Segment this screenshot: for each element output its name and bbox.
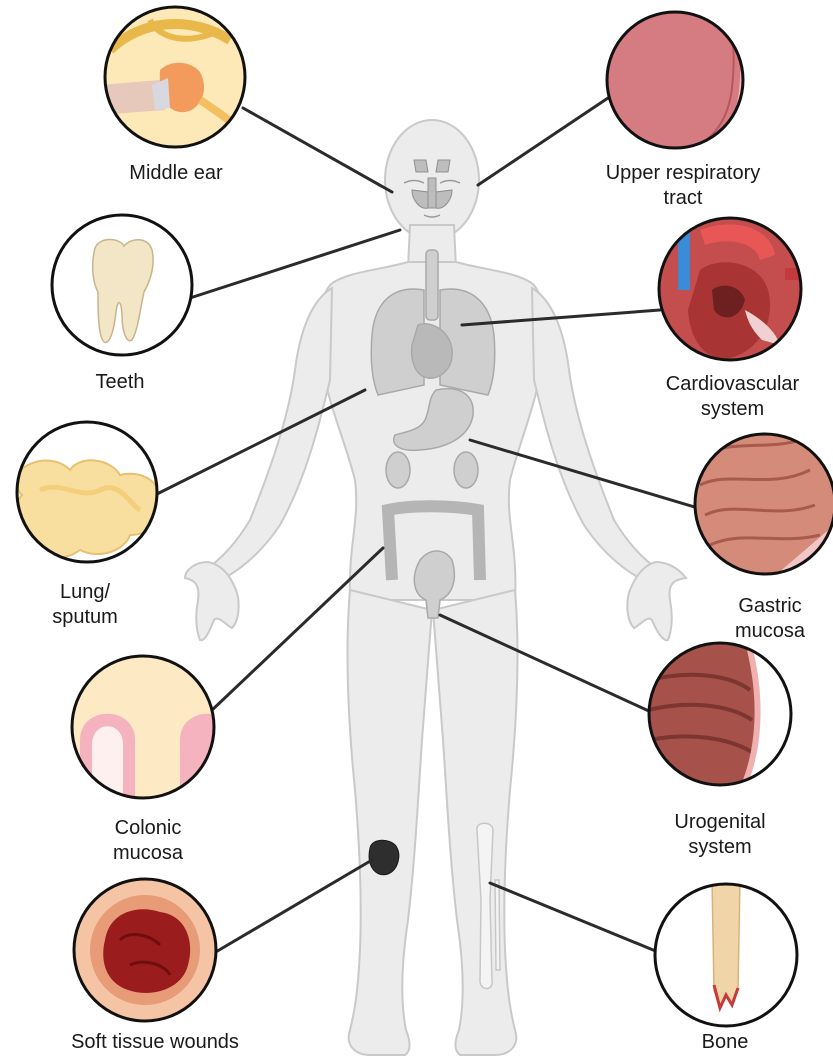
label-urogenital-system: Urogenital system: [655, 810, 785, 860]
left-kidney: [386, 452, 410, 488]
left-leg: [348, 590, 432, 1055]
right-leg: [433, 590, 517, 1055]
trachea: [426, 250, 438, 320]
bone-inset: [653, 880, 803, 1032]
upper-respiratory-inset: [600, 0, 750, 160]
cardiovascular-inset: [655, 215, 815, 365]
right-arm: [532, 288, 659, 585]
label-upper-respiratory-tract: Upper respiratory tract: [583, 161, 783, 211]
left-arm: [205, 288, 332, 585]
teeth-inset: [50, 214, 200, 364]
urogenital-inset: [645, 640, 795, 790]
label-soft-tissue-wounds: Soft tissue wounds: [40, 1030, 270, 1055]
lung-sputum-inset: [15, 420, 165, 570]
label-colonic-mucosa: Colonic mucosa: [88, 816, 208, 866]
label-lung-sputum: Lung/ sputum: [30, 580, 140, 630]
label-teeth: Teeth: [70, 370, 170, 395]
right-kidney: [454, 452, 478, 488]
soft-tissue-wound-inset: [72, 878, 222, 1028]
gastric-mucosa-inset: [692, 430, 833, 580]
label-middle-ear: Middle ear: [108, 161, 244, 186]
label-bone: Bone: [680, 1030, 770, 1055]
label-gastric-mucosa: Gastric mucosa: [715, 594, 825, 644]
colonic-mucosa-inset: [70, 655, 235, 805]
knee-wound: [369, 840, 399, 875]
label-cardiovascular-system: Cardiovascular system: [645, 372, 820, 422]
middle-ear-inset: [100, 0, 250, 150]
